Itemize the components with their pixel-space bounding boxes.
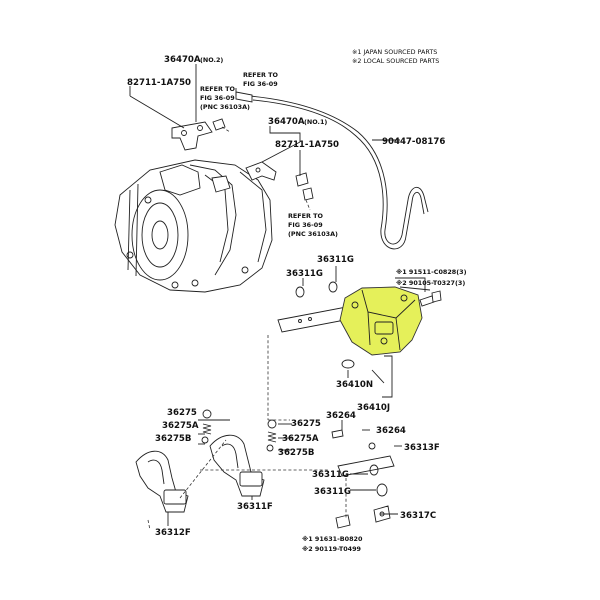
- label-36275a-left: 36275A: [162, 421, 199, 431]
- label-refer-3-line3: (PNC 36103A): [288, 230, 338, 238]
- legend-japan: ※1 JAPAN SOURCED PARTS: [352, 48, 437, 56]
- snap-ring-top: [295, 281, 338, 298]
- label-36470a-no2-sub: (NO.2): [200, 56, 223, 64]
- clip-82711-top: [212, 118, 226, 131]
- clip-82711-mid: [295, 172, 314, 201]
- label-36313f: 36313F: [404, 443, 440, 453]
- label-refer-2-line2: FIG 36-09: [200, 94, 235, 102]
- label-36311g-c: 36311G: [312, 470, 349, 480]
- label-90119: ※2 90119-T0499: [302, 544, 362, 553]
- label-refer-2-line1: REFER TO: [200, 85, 236, 93]
- shift-actuator-36410j: [339, 286, 423, 356]
- pin-36264: [331, 429, 344, 439]
- label-refer-3-line1: REFER TO: [288, 212, 324, 220]
- detent-left: [201, 409, 212, 444]
- label-36470a-no1-sub: (NO.1): [304, 118, 327, 126]
- label-82711-top: 82711-1A750: [127, 78, 191, 88]
- bracket-no2: [171, 121, 213, 151]
- shift-fork-36311f: [209, 434, 265, 497]
- label-36275a-right: 36275A: [282, 434, 319, 444]
- label-36311g-d: 36311G: [314, 487, 351, 497]
- bolt-91631: [335, 514, 351, 529]
- label-36317c: 36317C: [400, 511, 436, 521]
- bolts-91511: [419, 290, 442, 307]
- label-36275b-right: 36275B: [278, 448, 314, 458]
- label-82711-mid: 82711-1A750: [275, 140, 339, 150]
- label-refer-1-line2: FIG 36-09: [243, 80, 278, 88]
- label-36470a-no2: 36470A: [164, 55, 201, 65]
- label-36410j: 36410J: [357, 403, 390, 413]
- label-refer-3-line2: FIG 36-09: [288, 221, 323, 229]
- label-36275-right: 36275: [291, 419, 321, 429]
- label-36264-b: 36264: [376, 426, 406, 436]
- cable-90447: [235, 91, 429, 250]
- label-36311g-a: 36311G: [286, 269, 323, 279]
- label-36311f: 36311F: [237, 502, 273, 512]
- label-36410n: 36410N: [336, 380, 373, 390]
- label-36311g-b: 36311G: [317, 255, 354, 265]
- label-91631: ※1 91631-B0820: [302, 534, 363, 543]
- label-refer-1-line1: REFER TO: [243, 71, 279, 79]
- shift-shaft-lower: [337, 442, 395, 497]
- transmission-case: [114, 159, 273, 293]
- label-36264-a: 36264: [326, 411, 356, 421]
- leader-lines: [129, 64, 431, 531]
- label-36275-left: 36275: [167, 408, 197, 418]
- label-36275b-left: 36275B: [155, 434, 191, 444]
- label-36312f: 36312F: [155, 528, 191, 538]
- detent-right: [266, 419, 277, 452]
- bracket-no1: [245, 161, 277, 181]
- label-90105: ※2 90105-T0327(3): [396, 278, 465, 287]
- shift-fork-36312f: [135, 450, 189, 513]
- oring-36410n: [341, 359, 355, 369]
- label-91511: ※1 91511-C0828(3): [396, 267, 467, 276]
- legend-local: ※2 LOCAL SOURCED PARTS: [352, 57, 439, 65]
- label-90447: 90447-08176: [382, 137, 445, 147]
- label-refer-2-line3: (PNC 36103A): [200, 103, 250, 111]
- label-36470a-no1: 36470A: [268, 117, 305, 127]
